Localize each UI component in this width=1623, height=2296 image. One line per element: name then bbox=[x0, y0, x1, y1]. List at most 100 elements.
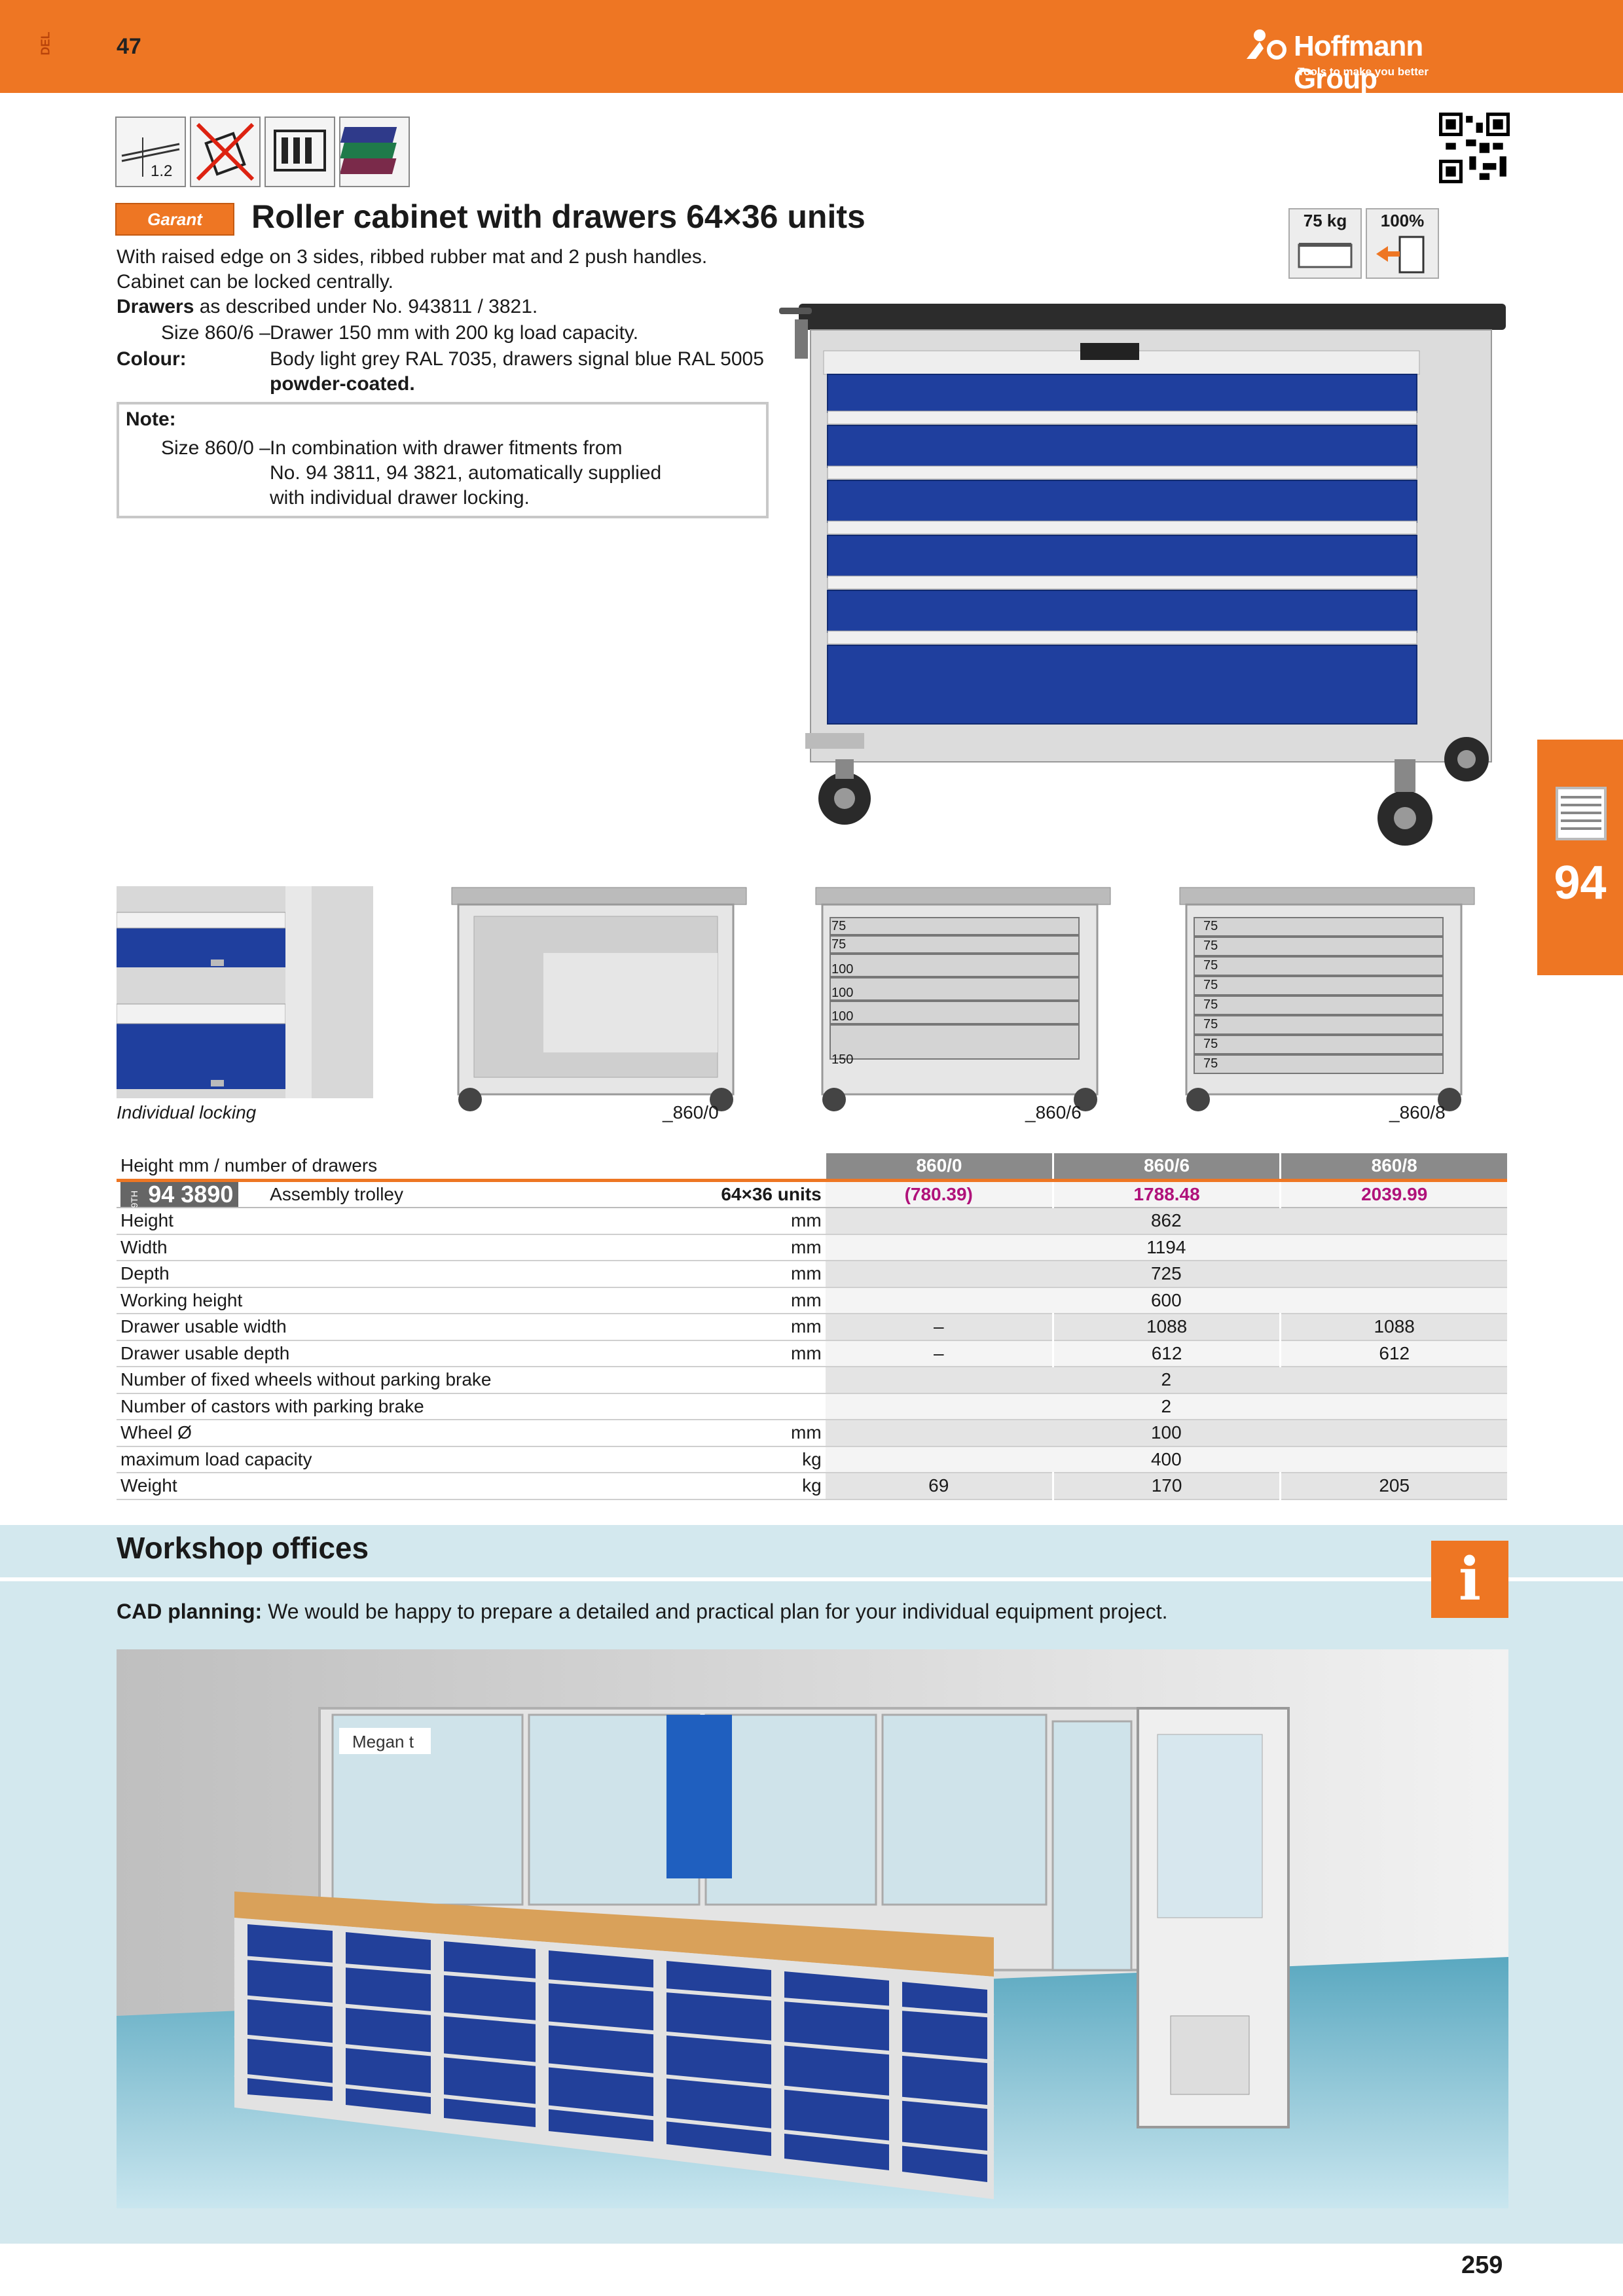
drawer-height-4: 100 bbox=[831, 986, 854, 1000]
row-value-v6: 612 bbox=[1051, 1340, 1281, 1367]
note-line-2: No. 94 3811, 94 3821, automatically supp… bbox=[270, 462, 662, 484]
page-number: 259 bbox=[1461, 2251, 1503, 2279]
drawers-line: Drawers as described under No. 943811 / … bbox=[117, 295, 538, 319]
drawer8-height-4: 75 bbox=[1203, 978, 1218, 992]
product-title: Roller cabinet with drawers 64×36 units bbox=[251, 198, 866, 235]
tool-drawer-icon bbox=[274, 130, 326, 171]
table-row: Number of fixed wheels without parking b… bbox=[117, 1367, 1507, 1394]
row-value-v6: 170 bbox=[1051, 1473, 1281, 1500]
row-value-all: 100 bbox=[825, 1420, 1507, 1447]
row-value-v6: 1088 bbox=[1051, 1314, 1281, 1341]
row-unit: mm bbox=[717, 1287, 826, 1314]
drawer8-height-1: 75 bbox=[1203, 919, 1218, 933]
size-text: Drawer 150 mm with 200 kg load capacity. bbox=[270, 322, 639, 344]
sheet-thickness-icon bbox=[121, 137, 180, 177]
drawer8-height-8: 75 bbox=[1203, 1056, 1218, 1071]
caption-860-0: _860/0 bbox=[663, 1102, 719, 1122]
language-code: DEL bbox=[39, 31, 52, 56]
megan-sign-bg bbox=[339, 1728, 431, 1754]
section-divider bbox=[0, 1577, 1623, 1581]
cabinet-860-0-image bbox=[451, 887, 747, 1111]
row-label: maximum load capacity bbox=[117, 1446, 718, 1473]
row-unit: mm bbox=[717, 1314, 826, 1341]
article-name: Assembly trolley bbox=[270, 1183, 403, 1204]
row-label: Wheel Ø bbox=[117, 1420, 718, 1447]
row-label: Width bbox=[117, 1234, 718, 1261]
row-unit: mm bbox=[717, 1234, 826, 1261]
spec-table: Height mm / number of drawers 860/0 860/… bbox=[117, 1153, 1507, 1500]
row-value-v8: 205 bbox=[1279, 1473, 1507, 1500]
article-row: 9TH 94 3890 Assembly trolley 64×36 units… bbox=[117, 1180, 1507, 1208]
weight-tray-icon bbox=[1298, 243, 1353, 268]
extension-value: 100% bbox=[1380, 211, 1425, 230]
note-line-1: In combination with drawer fitments from bbox=[270, 437, 623, 459]
full-extension-icon: 100% bbox=[1366, 208, 1439, 279]
row-unit bbox=[717, 1393, 826, 1420]
roller-cabinet-image bbox=[779, 304, 1506, 846]
cabinet-860-6-image bbox=[815, 887, 1111, 1111]
info-icon[interactable]: i bbox=[1431, 1541, 1508, 1618]
thickness-pictogram: 1.2 bbox=[115, 117, 186, 187]
row-value-v0: – bbox=[825, 1314, 1053, 1341]
table-header-row: Height mm / number of drawers 860/0 860/… bbox=[117, 1153, 1507, 1182]
brand-name: Hoffmann Group bbox=[1294, 30, 1423, 95]
row-label: Height bbox=[117, 1208, 718, 1235]
description-line-1: With raised edge on 3 sides, ribbed rubb… bbox=[117, 246, 708, 268]
row-unit: mm bbox=[717, 1208, 826, 1235]
row-unit: mm bbox=[717, 1340, 826, 1367]
individual-locking-image bbox=[117, 886, 373, 1098]
article-prefix: 9TH bbox=[128, 1190, 139, 1208]
col-head-860-8: 860/8 bbox=[1279, 1153, 1507, 1182]
header-bar bbox=[0, 0, 1623, 93]
article-number-badge: 9TH 94 3890 bbox=[120, 1181, 239, 1208]
col-head-860-0: 860/0 bbox=[824, 1153, 1053, 1182]
drawer-fitment-pictogram bbox=[264, 117, 335, 187]
row-label: Drawer usable width bbox=[117, 1314, 718, 1341]
drawers-label: Drawers bbox=[117, 296, 194, 317]
hoffmann-logo-icon bbox=[1247, 29, 1286, 60]
row-value-all: 600 bbox=[825, 1287, 1507, 1314]
chapter-tab[interactable]: 94 bbox=[1537, 740, 1623, 975]
section-number: 47 bbox=[117, 34, 141, 59]
article-cell: 9TH 94 3890 Assembly trolley bbox=[117, 1180, 718, 1208]
note-line-3: with individual drawer locking. bbox=[270, 487, 530, 509]
row-value-all: 2 bbox=[825, 1367, 1507, 1394]
no-tilt-icon bbox=[196, 122, 255, 181]
qr-code[interactable] bbox=[1439, 113, 1510, 183]
load-capacity-icon: 75 kg bbox=[1288, 208, 1362, 279]
row-unit: mm bbox=[717, 1261, 826, 1288]
row-value-all: 400 bbox=[825, 1446, 1507, 1473]
colour-text-2: powder-coated. bbox=[270, 373, 415, 395]
cad-label: CAD planning: bbox=[117, 1600, 263, 1623]
caption-860-6: _860/6 bbox=[1025, 1102, 1082, 1122]
no-tipping-pictogram bbox=[190, 117, 261, 187]
drawer-height-6: 150 bbox=[831, 1052, 854, 1067]
row-unit: kg bbox=[717, 1446, 826, 1473]
caption-860-8: _860/8 bbox=[1389, 1102, 1446, 1122]
row-value-v8: 1088 bbox=[1279, 1314, 1507, 1341]
price-860-6: 1788.48 bbox=[1051, 1180, 1281, 1208]
row-value-all: 1194 bbox=[825, 1234, 1507, 1261]
size-label: Size 860/6 – bbox=[161, 322, 270, 344]
price-860-0: (780.39) bbox=[825, 1180, 1053, 1208]
row-label: Depth bbox=[117, 1261, 718, 1288]
drawer-height-2: 75 bbox=[831, 937, 847, 952]
row-label: Drawer usable depth bbox=[117, 1340, 718, 1367]
drawer-height-3: 100 bbox=[831, 962, 854, 977]
colour-swatch-icon bbox=[339, 127, 397, 174]
drawer8-height-5: 75 bbox=[1203, 997, 1218, 1012]
colour-label: Colour: bbox=[117, 348, 187, 370]
note-box bbox=[117, 402, 769, 518]
description-line-2: Cabinet can be locked centrally. bbox=[117, 271, 394, 293]
load-capacity-value: 75 kg bbox=[1303, 211, 1347, 230]
drawer-extension-icon bbox=[1376, 236, 1425, 274]
row-value-v8: 612 bbox=[1279, 1340, 1507, 1367]
workshop-title: Workshop offices bbox=[117, 1531, 369, 1565]
row-value-all: 862 bbox=[825, 1208, 1507, 1235]
hoffmann-logo[interactable]: Hoffmann Group Tools to make you better bbox=[1244, 26, 1506, 95]
